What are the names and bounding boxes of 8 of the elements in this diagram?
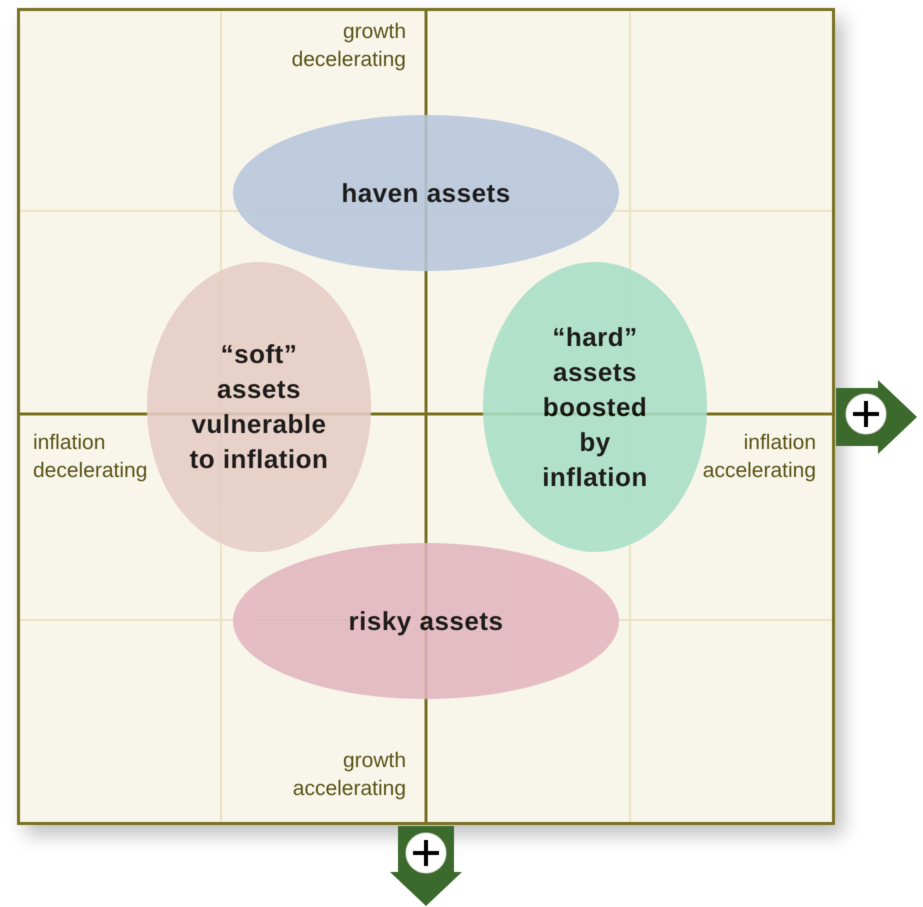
axis-label: growth accelerating [292,748,406,802]
axis-label: inflation decelerating [33,430,148,484]
axis-label: inflation accelerating [702,430,816,484]
asset-label: “soft” assets vulnerable to inflation [188,338,330,476]
asset-label: “hard” assets boosted by inflation [541,320,649,494]
asset-label: risky assets [348,604,504,638]
asset-label: haven assets [340,176,512,210]
axis-label: growth decelerating [290,19,406,73]
